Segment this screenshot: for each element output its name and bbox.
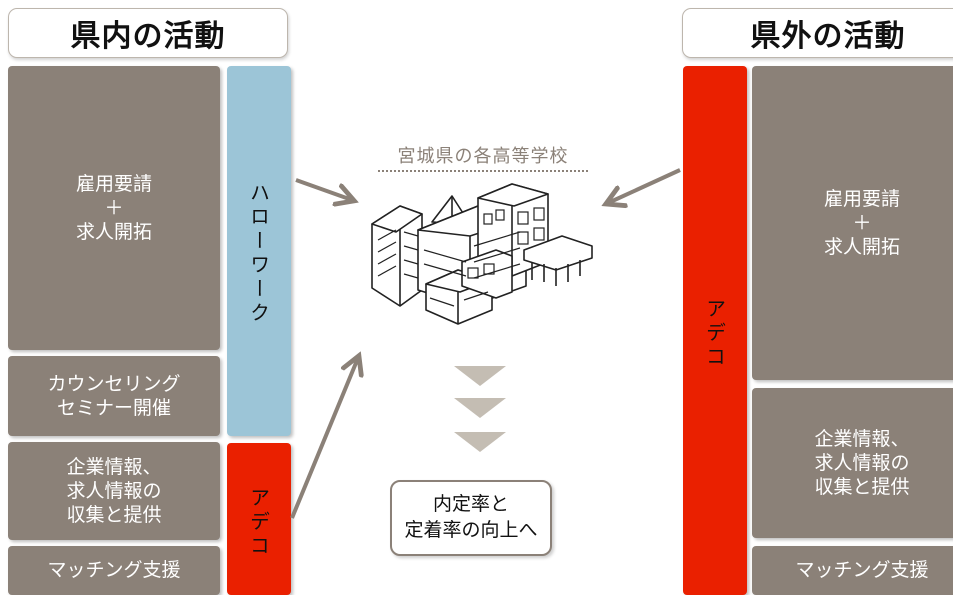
right-adeco-label: アデコ <box>702 298 727 370</box>
arrow-adeco-to-school <box>290 358 358 519</box>
hellowork-label: ハローワーク <box>246 182 271 326</box>
result-box: 内定率と 定着率の向上へ <box>390 480 552 556</box>
arrow-hellowork-to-school <box>295 178 352 200</box>
down-triangle-3 <box>454 432 506 452</box>
school-title-underline <box>378 170 588 172</box>
header-outside-prefecture-activities: 県外の活動 <box>682 8 953 58</box>
right-box-matching-support: マッチング支援 <box>752 546 953 595</box>
left-adeco-label: アデコ <box>246 487 271 559</box>
hellowork-strip: ハローワーク <box>227 66 291 436</box>
left-box-matching-support: マッチング支援 <box>8 546 220 595</box>
arrow-outside-to-school <box>608 168 681 203</box>
left-box-counseling-seminar: カウンセリング セミナー開催 <box>8 356 220 436</box>
school-windows <box>377 207 545 307</box>
left-box-employment-request: 雇用要請 ＋ 求人開拓 <box>8 66 220 350</box>
school-building-icon <box>371 183 593 325</box>
school-title: 宮城県の各高等学校 <box>397 146 569 167</box>
down-triangle-2 <box>454 398 506 418</box>
left-adeco-strip: アデコ <box>227 443 291 595</box>
down-triangle-1 <box>454 366 506 386</box>
right-adeco-strip: アデコ <box>683 66 747 595</box>
header-prefecture-activities: 県内の活動 <box>8 8 288 58</box>
right-box-company-info: 企業情報、 求人情報の 収集と提供 <box>752 388 953 538</box>
left-box-company-info: 企業情報、 求人情報の 収集と提供 <box>8 442 220 540</box>
right-box-employment-request: 雇用要請 ＋ 求人開拓 <box>752 66 953 380</box>
